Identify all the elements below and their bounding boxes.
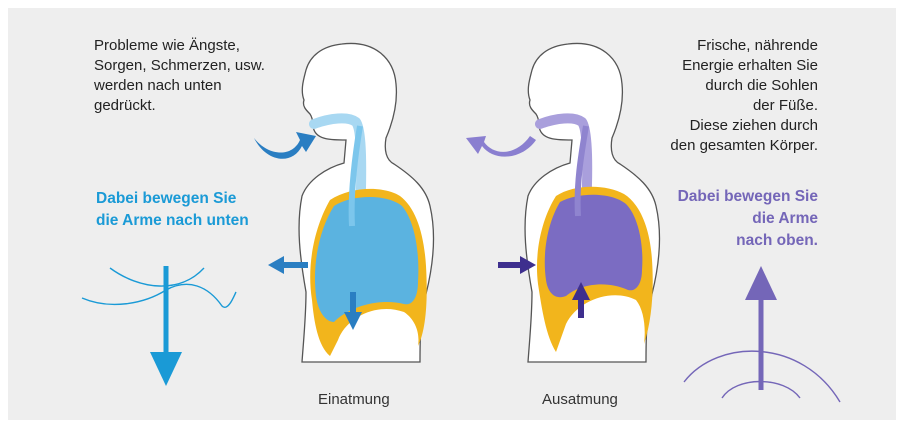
left-description-line: werden nach unten: [94, 76, 265, 96]
arms-down-symbol: [82, 266, 236, 386]
left-emphasis-line: die Arme nach unten: [96, 210, 249, 232]
right-description-line: der Füße.: [670, 96, 818, 116]
inhale-figure: [254, 43, 433, 362]
exhale-lung: [545, 195, 643, 297]
right-emphasis-line: Dabei bewegen Sie: [678, 186, 818, 208]
left-description: Probleme wie Ängste, Sorgen, Schmerzen, …: [94, 36, 265, 116]
arms-down-curve-upper: [110, 268, 204, 286]
inhale-caption: Einatmung: [318, 391, 390, 408]
arms-down-arrowhead: [150, 352, 182, 386]
arms-up-arrowhead: [745, 266, 777, 300]
left-description-line: gedrückt.: [94, 96, 265, 116]
left-emphasis: Dabei bewegen Sie die Arme nach unten: [96, 188, 249, 232]
right-description-line: Energie erhalten Sie: [670, 56, 818, 76]
arms-down-curve-lower: [82, 284, 236, 307]
exhale-caption: Ausatmung: [542, 391, 618, 408]
inhale-lung: [315, 197, 418, 322]
right-description-line: Diese ziehen durch: [670, 116, 818, 136]
left-description-line: Sorgen, Schmerzen, usw.: [94, 56, 265, 76]
left-emphasis-line: Dabei bewegen Sie: [96, 188, 249, 210]
exhale-air-out-arrow: [466, 136, 536, 157]
right-emphasis-line: nach oben.: [678, 230, 818, 252]
inhale-air-in-arrow: [254, 132, 316, 159]
exhale-figure: [466, 43, 659, 362]
right-emphasis-line: die Arme: [678, 208, 818, 230]
left-description-line: Probleme wie Ängste,: [94, 36, 265, 56]
arms-up-symbol: [684, 266, 840, 402]
right-description-line: Frische, nährende: [670, 36, 818, 56]
right-description-line: durch die Sohlen: [670, 76, 818, 96]
right-description-line: den gesamten Körper.: [670, 136, 818, 156]
right-description: Frische, nährende Energie erhalten Sie d…: [670, 36, 818, 156]
right-emphasis: Dabei bewegen Sie die Arme nach oben.: [678, 186, 818, 252]
